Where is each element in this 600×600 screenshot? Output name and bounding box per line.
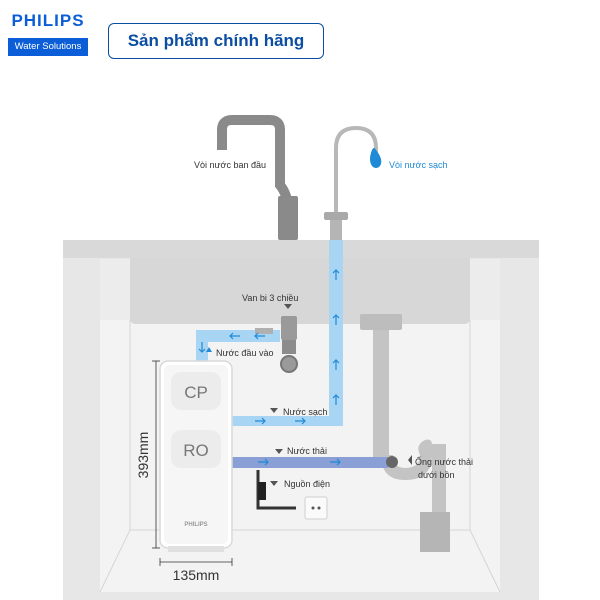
width-label: 135mm (173, 567, 220, 583)
sink-basin (130, 258, 470, 324)
drain-label-line1: Ống nước thải (415, 456, 473, 467)
clean-water-label: Nước sạch (283, 407, 327, 417)
inlet-line (196, 330, 280, 362)
logo-subtitle: Water Solutions (8, 38, 88, 56)
ro-filter (171, 430, 221, 468)
drain-saddle (386, 456, 398, 468)
power-label: Nguồn điện (284, 479, 330, 489)
p-trap (381, 439, 432, 480)
clean-faucet-label: Vòi nước sạch (389, 160, 447, 170)
clean-water-line (230, 416, 343, 426)
clean-water-riser (329, 240, 343, 423)
authentic-product-badge: Sản phẩm chính hãng (108, 23, 324, 59)
valve-label: Van bi 3 chiều (242, 293, 298, 303)
waste-water-line (230, 457, 388, 468)
ro-label: RO (183, 441, 209, 460)
power-outlet (304, 496, 328, 520)
cp-label: CP (184, 383, 208, 402)
clean-water-faucet (334, 125, 378, 225)
sink-drain (360, 314, 402, 330)
water-drop-icon (370, 148, 382, 168)
waste-water-label: Nước thải (287, 446, 327, 456)
height-label: 393mm (135, 432, 151, 479)
three-way-valve (281, 316, 297, 340)
logo-brand-text: PHILIPS (11, 11, 85, 30)
unit-brand-label: PHILIPS (184, 522, 207, 528)
drain-label-line2: dưới bồn (418, 470, 454, 480)
cp-filter (171, 372, 221, 410)
original-faucet-label: Vòi nước ban đầu (194, 160, 266, 170)
flow-arrows (198, 269, 341, 466)
philips-logo: PHILIPS Water Solutions (8, 10, 88, 68)
label-pointers (206, 304, 412, 486)
inlet-label: Nước đầu vào (216, 348, 273, 358)
countertop (63, 240, 539, 258)
